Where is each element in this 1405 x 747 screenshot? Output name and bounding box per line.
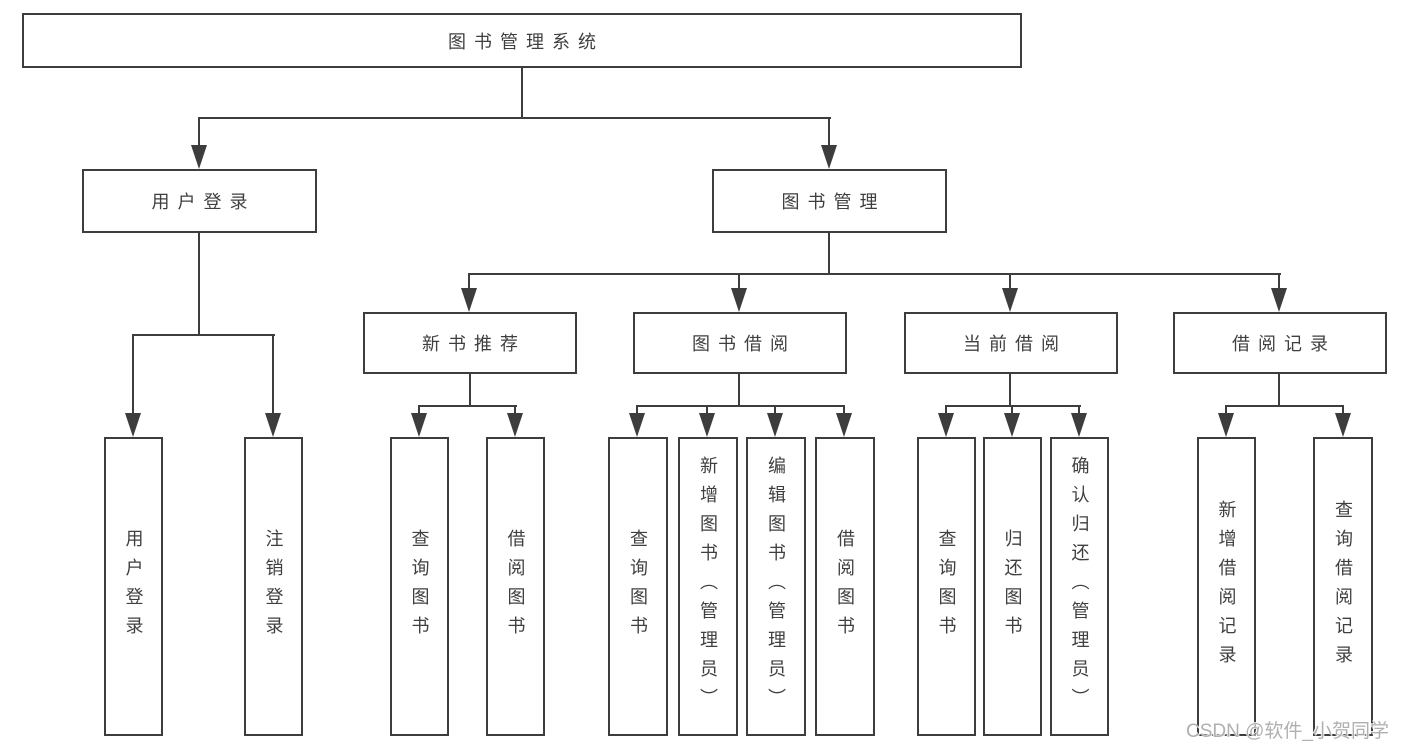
- connector-segment: [828, 233, 830, 275]
- leaf-return-book: 归还图书: [983, 437, 1042, 736]
- node-borrowing-records: 借阅记录: [1173, 312, 1387, 374]
- arrowhead-down: [699, 413, 715, 437]
- leaf-query-books-borrow: 查询图书: [608, 437, 668, 736]
- leaf-add-book-admin-label: 新增图书（管理员）: [698, 456, 718, 717]
- arrowhead-down: [767, 413, 783, 437]
- connector-segment: [738, 374, 740, 407]
- node-root: 图书管理系统: [22, 13, 1022, 68]
- node-new-book-recommend-label: 新书推荐: [422, 334, 526, 354]
- connector-segment: [1225, 405, 1227, 416]
- connector-segment: [132, 334, 134, 415]
- arrowhead-down: [411, 413, 427, 437]
- connector-segment: [198, 117, 200, 147]
- leaf-query-books-current-label: 查询图书: [936, 528, 957, 645]
- arrowhead-down: [836, 413, 852, 437]
- node-book-management: 图书管理: [712, 169, 947, 233]
- leaf-add-book-admin: 新增图书（管理员）: [678, 437, 738, 736]
- node-book-borrowing: 图书借阅: [633, 312, 847, 374]
- connector-segment: [514, 405, 516, 416]
- connector-segment: [468, 273, 1281, 275]
- connector-segment: [706, 405, 708, 416]
- arrowhead-down: [461, 288, 477, 312]
- connector-segment: [1078, 405, 1080, 416]
- node-current-borrowing-label: 当前借阅: [963, 334, 1067, 354]
- connector-segment: [738, 273, 740, 290]
- connector-segment: [521, 68, 523, 118]
- connector-segment: [1342, 405, 1344, 416]
- arrowhead-down: [1335, 413, 1351, 437]
- leaf-user-login: 用户登录: [104, 437, 163, 736]
- connector-segment: [1225, 405, 1344, 407]
- leaf-return-book-label: 归还图书: [1002, 528, 1023, 645]
- arrowhead-down: [125, 413, 141, 437]
- connector-segment: [945, 405, 947, 416]
- arrowhead-down: [1071, 413, 1087, 437]
- node-borrowing-records-label: 借阅记录: [1232, 334, 1336, 354]
- arrowhead-down: [1004, 413, 1020, 437]
- node-user-login: 用户登录: [82, 169, 317, 233]
- leaf-query-books-current: 查询图书: [917, 437, 976, 736]
- leaf-query-borrow-record-label: 查询借阅记录: [1333, 499, 1353, 674]
- connector-segment: [469, 374, 471, 407]
- connector-segment: [468, 273, 470, 290]
- connector-segment: [945, 405, 1081, 407]
- leaf-borrow-books: 借阅图书: [815, 437, 875, 736]
- arrowhead-down: [191, 145, 207, 169]
- leaf-logout-label: 注销登录: [263, 528, 284, 645]
- connector-segment: [1278, 273, 1280, 290]
- node-root-label: 图书管理系统: [448, 31, 604, 52]
- arrowhead-down: [1002, 288, 1018, 312]
- leaf-add-borrow-record: 新增借阅记录: [1197, 437, 1256, 736]
- leaf-confirm-return-admin: 确认归还（管理员）: [1050, 437, 1109, 736]
- connector-segment: [132, 334, 275, 336]
- leaf-query-books-recommend-label: 查询图书: [409, 528, 430, 645]
- connector-segment: [636, 405, 845, 407]
- connector-segment: [272, 334, 274, 415]
- connector-segment: [418, 405, 420, 416]
- leaf-add-borrow-record-label: 新增借阅记录: [1216, 499, 1237, 674]
- arrowhead-down: [1218, 413, 1234, 437]
- leaf-borrow-books-label: 借阅图书: [835, 528, 855, 645]
- connector-segment: [774, 405, 776, 416]
- arrowhead-down: [507, 413, 523, 437]
- leaf-logout: 注销登录: [244, 437, 303, 736]
- node-book-borrowing-label: 图书借阅: [692, 334, 796, 354]
- connector-segment: [198, 233, 200, 336]
- connector-segment: [636, 405, 638, 416]
- connector-segment: [843, 405, 845, 416]
- arrowhead-down: [629, 413, 645, 437]
- connector-segment: [1009, 273, 1011, 290]
- leaf-edit-book-admin: 编辑图书（管理员）: [746, 437, 806, 736]
- csdn-watermark: CSDN @软件_小贺同学: [1186, 721, 1389, 742]
- node-user-login-label: 用户登录: [151, 192, 256, 212]
- arrowhead-down: [731, 288, 747, 312]
- leaf-query-borrow-record: 查询借阅记录: [1313, 437, 1373, 736]
- connector-segment: [198, 117, 831, 119]
- arrowhead-down: [821, 145, 837, 169]
- connector-segment: [1009, 374, 1011, 407]
- leaf-edit-book-admin-label: 编辑图书（管理员）: [766, 456, 786, 717]
- leaf-borrow-books-recommend: 借阅图书: [486, 437, 545, 736]
- leaf-confirm-return-admin-label: 确认归还（管理员）: [1069, 456, 1090, 717]
- node-new-book-recommend: 新书推荐: [363, 312, 577, 374]
- connector-segment: [828, 117, 830, 147]
- arrowhead-down: [938, 413, 954, 437]
- leaf-user-login-label: 用户登录: [123, 528, 144, 645]
- arrowhead-down: [265, 413, 281, 437]
- arrowhead-down: [1271, 288, 1287, 312]
- connector-segment: [1011, 405, 1013, 416]
- leaf-query-books-recommend: 查询图书: [390, 437, 449, 736]
- leaf-query-books-borrow-label: 查询图书: [628, 528, 648, 645]
- node-book-management-label: 图书管理: [781, 192, 886, 212]
- connector-segment: [1278, 374, 1280, 407]
- node-current-borrowing: 当前借阅: [904, 312, 1118, 374]
- connector-segment: [418, 405, 517, 407]
- leaf-borrow-books-recommend-label: 借阅图书: [505, 528, 526, 645]
